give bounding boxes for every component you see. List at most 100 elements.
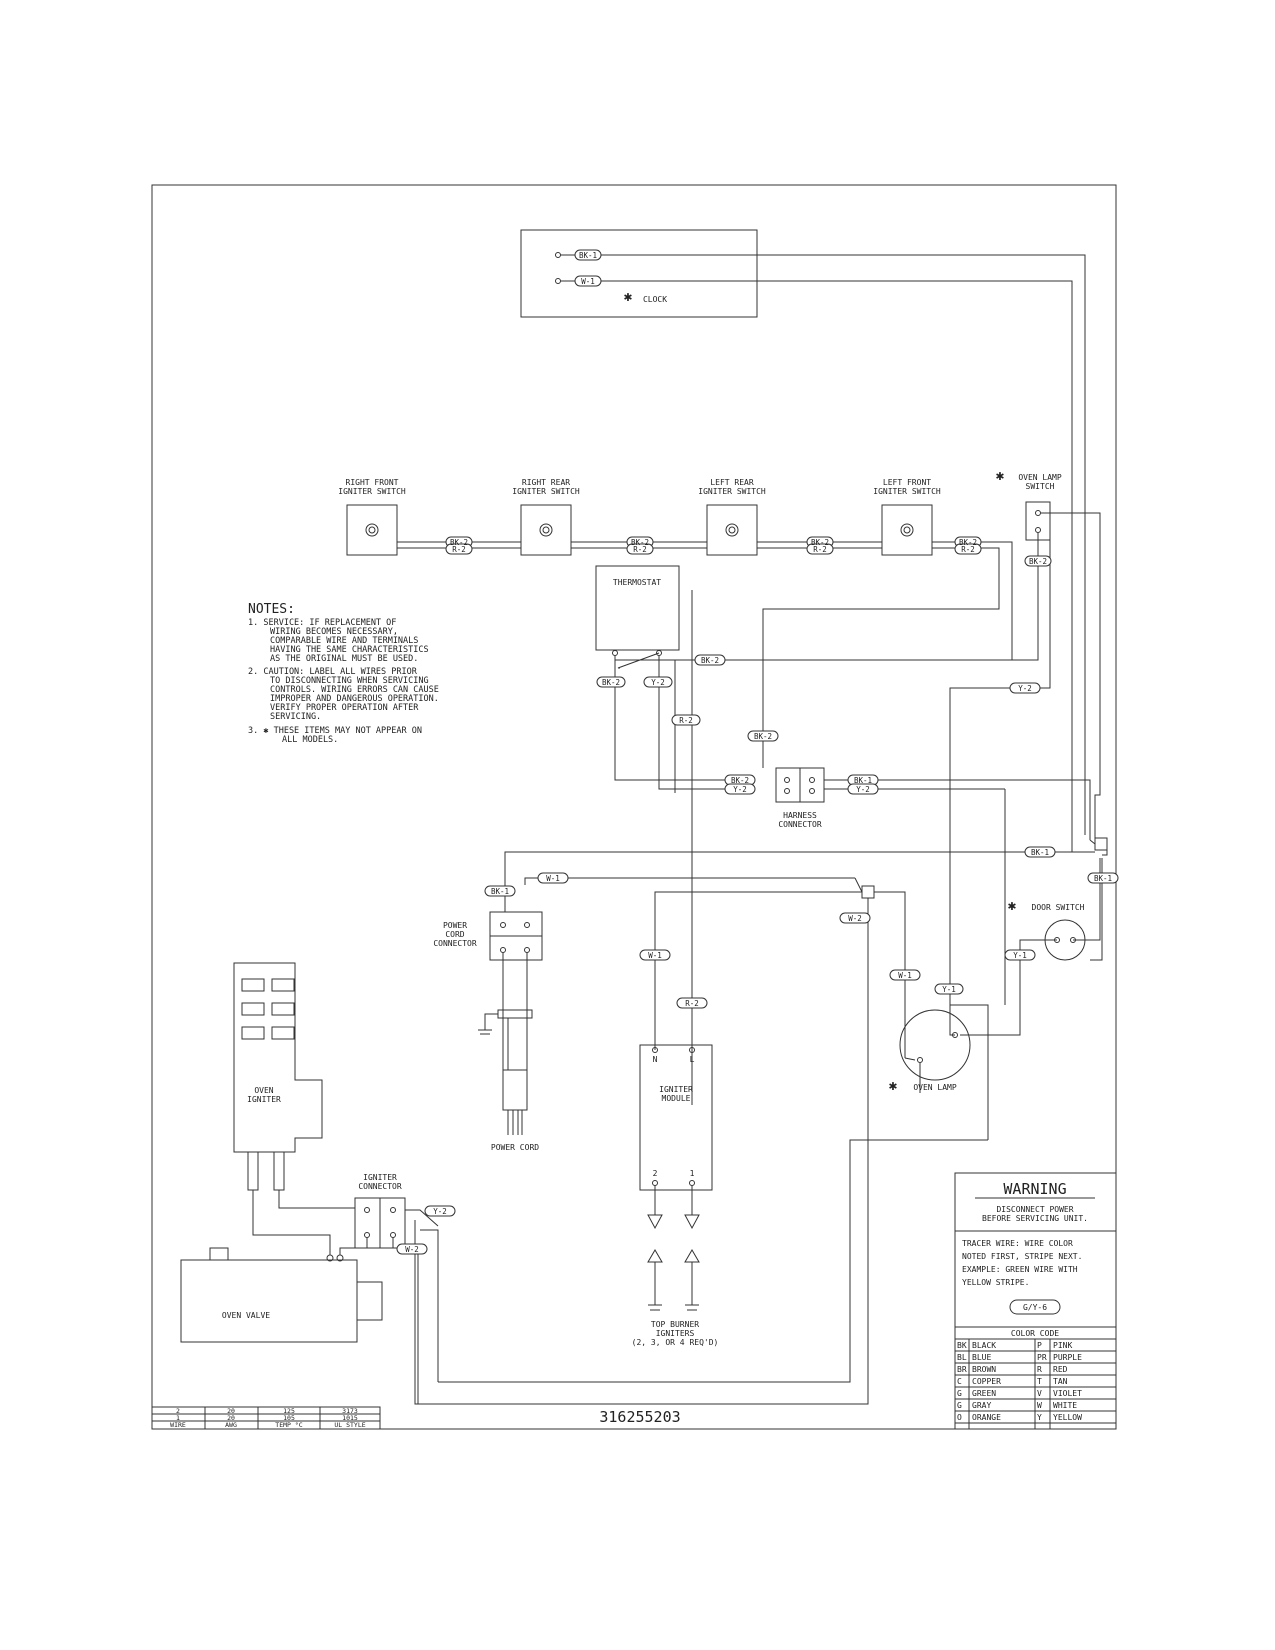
wire-label: Y-1 — [942, 985, 956, 994]
wire-table — [151, 1406, 381, 1430]
oven-lamp-switch-label: SWITCH — [1026, 482, 1055, 491]
wire-label: W-1 — [581, 277, 595, 286]
note-line: AS THE ORIGINAL MUST BE USED. — [270, 654, 418, 664]
oven-igniter-label: IGNITER — [247, 1095, 281, 1104]
harness-connector-label: HARNESS — [783, 811, 817, 820]
module-terminal-label: L — [690, 1055, 695, 1064]
igniter-connector-label: IGNITER — [363, 1173, 397, 1182]
wire-table-cell: 2 — [176, 1407, 180, 1415]
note-line: WIRING BECOMES NECESSARY, — [270, 627, 398, 637]
color-abbr: BK — [957, 1341, 967, 1350]
wire-label: R-2 — [679, 716, 693, 725]
top-burner-label: IGNITERS — [656, 1329, 695, 1338]
color-abbr: G — [957, 1389, 962, 1398]
asterisk-icon: ✱ — [996, 468, 1005, 484]
note-line: COMPARABLE WIRE AND TERMINALS — [270, 636, 418, 646]
oven-igniter-label: OVEN — [254, 1086, 273, 1095]
wire-label: BK-2 — [631, 538, 649, 547]
wire-label: R-2 — [452, 545, 466, 554]
wire-label: W-1 — [648, 951, 662, 960]
color-name: VIOLET — [1053, 1389, 1082, 1398]
diagram-border — [151, 184, 1117, 1430]
wire-table-header: UL STYLE — [334, 1421, 365, 1429]
harness-connector-label: CONNECTOR — [778, 820, 822, 829]
tracer-line: TRACER WIRE: WIRE COLOR — [962, 1239, 1073, 1248]
note-line: 3. ✱ THESE ITEMS MAY NOT APPEAR ON — [248, 726, 422, 736]
module-terminal-label: 2 — [653, 1169, 658, 1178]
igniter-module-label: IGNITER — [659, 1085, 693, 1094]
wire-table-header: AWG — [225, 1421, 237, 1429]
color-abbr: W — [1037, 1401, 1042, 1410]
clock-label: CLOCK — [643, 295, 667, 304]
wire-table-cell: 105 — [283, 1414, 295, 1422]
clock-box — [520, 229, 758, 318]
rf-switch-label: IGNITER SWITCH — [338, 487, 406, 496]
color-name: BLUE — [972, 1353, 991, 1362]
lf-switch-label: LEFT FRONT — [883, 478, 931, 487]
wire-label: BK-1 — [1031, 848, 1049, 857]
wire-label: Y-2 — [1018, 684, 1032, 693]
lr-switch-label: IGNITER SWITCH — [698, 487, 766, 496]
wire-table-cell: 3173 — [342, 1407, 358, 1415]
thermostat — [595, 565, 680, 651]
wire-label: BK-1 — [491, 887, 509, 896]
wire-label: BK-2 — [959, 538, 977, 547]
door-switch-label: DOOR SWITCH — [1032, 903, 1085, 912]
asterisk-icon: ✱ — [889, 1078, 898, 1094]
module-terminal-label: N — [653, 1055, 658, 1064]
note-line: SERVICING. — [270, 712, 321, 722]
tracer-line: NOTED FIRST, STRIPE NEXT. — [962, 1252, 1082, 1261]
color-name: WHITE — [1053, 1401, 1077, 1410]
wire-label: BK-1 — [579, 251, 597, 260]
color-abbr: BR — [957, 1365, 967, 1374]
wire-label: Y-2 — [856, 785, 870, 794]
color-name: ORANGE — [972, 1413, 1001, 1422]
wire-table-cell: 125 — [283, 1407, 295, 1415]
tracer-line: EXAMPLE: GREEN WIRE WITH — [962, 1265, 1078, 1274]
wire-label: BK-2 — [701, 656, 719, 665]
lr-switch-label: LEFT REAR — [710, 478, 754, 487]
wire-label: W-1 — [898, 971, 912, 980]
igniter-module-label: MODULE — [662, 1094, 691, 1103]
color-name: YELLOW — [1053, 1413, 1082, 1422]
rr-switch-label: IGNITER SWITCH — [512, 487, 580, 496]
wire-label: W-2 — [405, 1245, 419, 1254]
wire-label: BK-2 — [754, 732, 772, 741]
oven-valve — [180, 1259, 358, 1343]
igniter-module — [639, 1044, 713, 1191]
color-abbr: V — [1037, 1389, 1042, 1398]
color-name: COPPER — [972, 1377, 1001, 1386]
wire-table-header: WIRE — [170, 1421, 186, 1429]
rf-igniter-switch — [346, 504, 398, 556]
color-name: BROWN — [972, 1365, 996, 1374]
wire-label: BK-2 — [602, 678, 620, 687]
wire-label: Y-2 — [651, 678, 665, 687]
wire-label: R-2 — [685, 999, 699, 1008]
module-terminal-label: 1 — [690, 1169, 695, 1178]
wire-label: BK-1 — [1094, 874, 1112, 883]
color-abbr: PR — [1037, 1353, 1047, 1362]
power-cord-connector-label: CORD — [445, 930, 464, 939]
oven-lamp-switch-label: OVEN LAMP — [1018, 473, 1062, 482]
warning-line: BEFORE SERVICING UNIT. — [982, 1214, 1088, 1223]
color-abbr: T — [1037, 1377, 1042, 1386]
note-line: 2. CAUTION: LABEL ALL WIRES PRIOR — [248, 667, 418, 677]
part-number: 316255203 — [599, 1408, 680, 1426]
color-name: GRAY — [972, 1401, 991, 1410]
power-cord-connector-label: POWER — [443, 921, 467, 930]
power-cord-connector-label: CONNECTOR — [433, 939, 477, 948]
lr-igniter-switch — [706, 504, 758, 556]
color-abbr: C — [957, 1377, 962, 1386]
oven-valve-label: OVEN VALVE — [222, 1311, 270, 1320]
notes-title: NOTES: — [248, 602, 295, 617]
color-code-title: COLOR CODE — [1011, 1329, 1059, 1338]
warning-title: WARNING — [1003, 1180, 1066, 1198]
wire-label: BK-2 — [450, 538, 468, 547]
color-name: PURPLE — [1053, 1353, 1082, 1362]
thermostat-label: THERMOSTAT — [613, 578, 661, 587]
asterisk-icon: ✱ — [624, 289, 633, 305]
warning-line: DISCONNECT POWER — [996, 1205, 1073, 1214]
rr-switch-label: RIGHT REAR — [522, 478, 570, 487]
oven-lamp — [899, 1009, 971, 1081]
